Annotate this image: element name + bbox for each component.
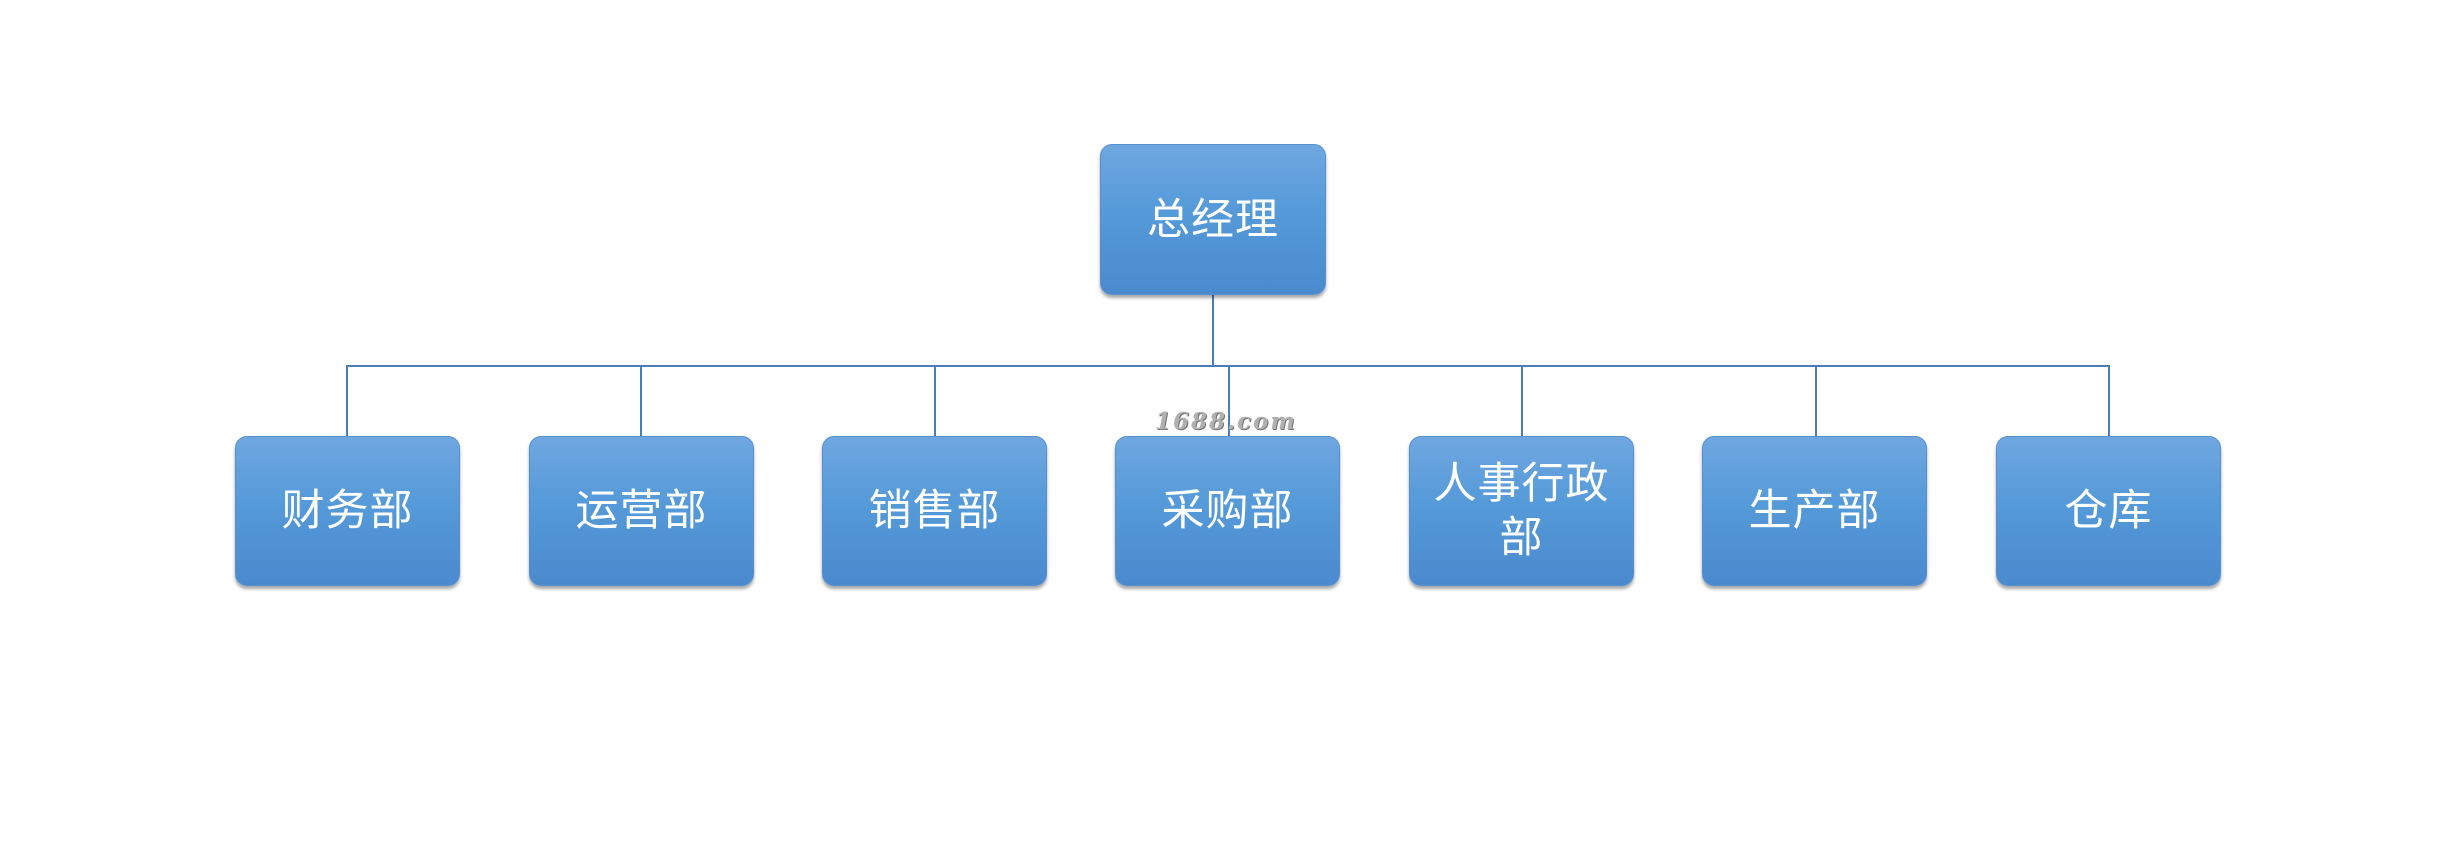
node-label: 采购部 (1161, 486, 1294, 536)
dept-connector-6 (1815, 365, 1817, 436)
node-label: 运营部 (575, 486, 708, 536)
node-warehouse[interactable]: 仓库 (1996, 436, 2221, 586)
dept-connector-4 (1228, 365, 1230, 436)
root-connector-vertical (1212, 295, 1214, 367)
node-procurement[interactable]: 采购部 (1115, 436, 1340, 586)
node-general-manager[interactable]: 总经理 (1100, 144, 1326, 295)
dept-connector-1 (346, 365, 348, 436)
node-label: 销售部 (868, 486, 1001, 536)
dept-connector-3 (934, 365, 936, 436)
node-production[interactable]: 生产部 (1702, 436, 1927, 586)
node-label: 生产部 (1748, 486, 1881, 536)
dept-connector-2 (640, 365, 642, 436)
node-label: 总经理 (1147, 194, 1279, 245)
node-hr-admin[interactable]: 人事行政部 (1409, 436, 1634, 586)
node-operations[interactable]: 运营部 (529, 436, 754, 586)
node-label: 仓库 (2064, 486, 2153, 536)
dept-connector-5 (1521, 365, 1523, 436)
dept-connector-7 (2108, 365, 2110, 436)
node-finance[interactable]: 财务部 (235, 436, 460, 586)
watermark: 1688.com (1155, 408, 1297, 435)
node-sales[interactable]: 销售部 (822, 436, 1047, 586)
node-label: 人事行政部 (1433, 459, 1610, 563)
node-label: 财务部 (281, 486, 414, 536)
